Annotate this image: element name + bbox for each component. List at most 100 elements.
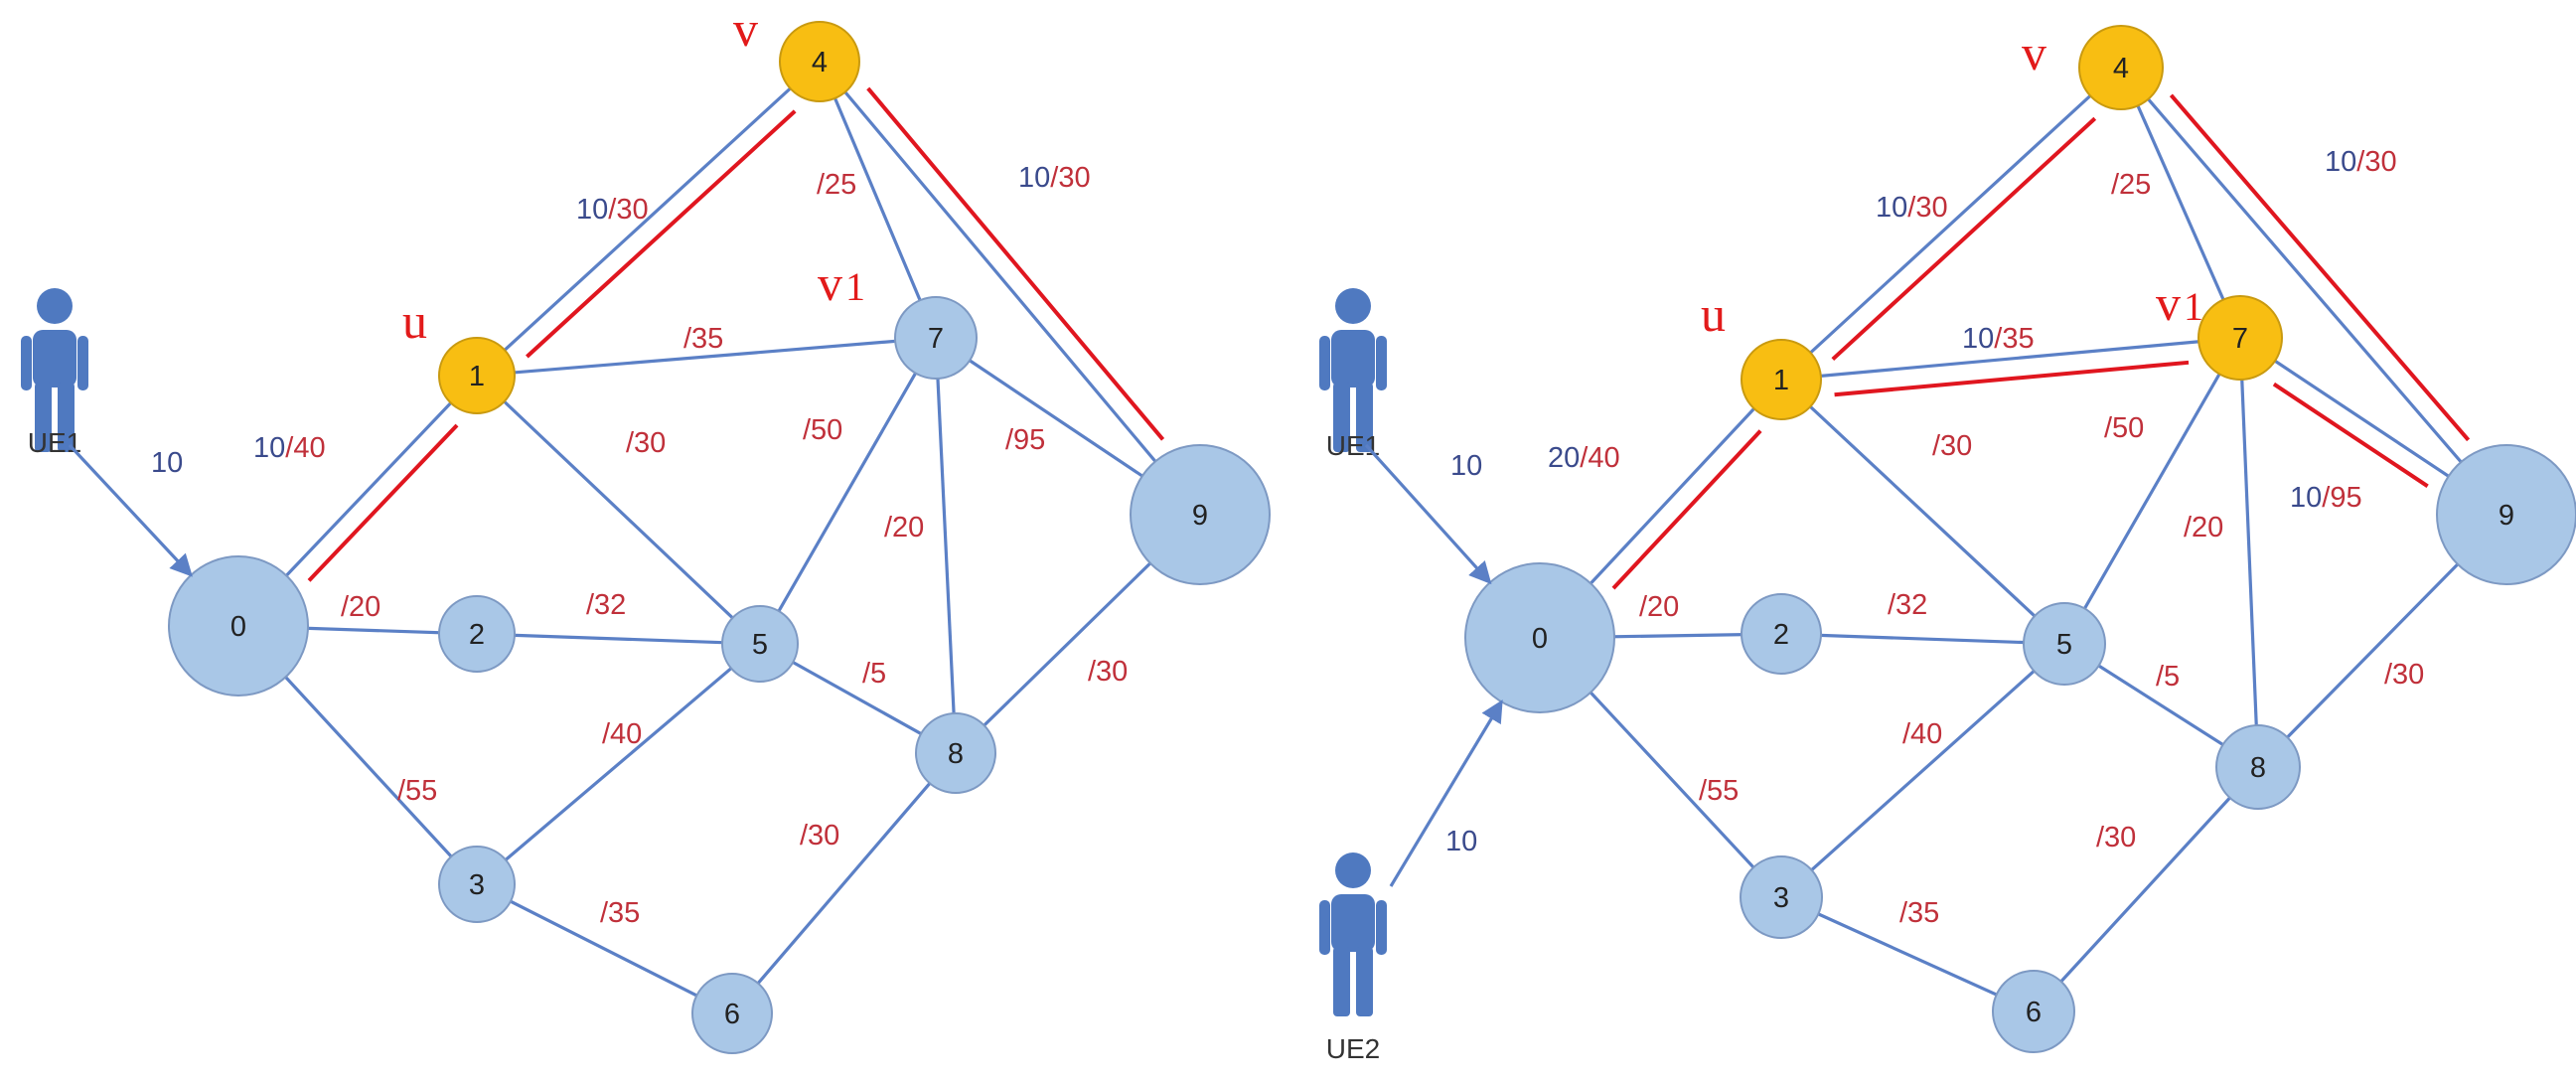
node-circle [438, 595, 516, 673]
highlight-4-9 [2169, 93, 2471, 442]
edge-capacity: /25 [817, 169, 856, 201]
edge-label-1-4: 10/30 [576, 194, 649, 226]
node-id-label: 7 [2232, 323, 2248, 355]
edge-label-3-5: /40 [602, 718, 642, 750]
highlight-1-4 [1831, 116, 2097, 362]
node-6: 6 [1992, 970, 2075, 1053]
node-id-label: 8 [948, 738, 964, 770]
node-5: 5 [2023, 602, 2106, 686]
edge-label-4-9: 10/30 [2325, 146, 2397, 178]
edge-used-value: 10 [1018, 162, 1050, 194]
edge-capacity: /20 [884, 512, 924, 543]
edge-used-value: 20 [1548, 442, 1580, 474]
edge-7-5 [758, 337, 938, 645]
node-circle [2197, 295, 2283, 381]
edge-3-6 [1780, 895, 2035, 1013]
node-circle [2215, 724, 2301, 810]
node-id-label: 4 [2113, 53, 2129, 84]
edge-3-6 [476, 882, 733, 1015]
node-circle [2078, 25, 2164, 110]
edge-2-5 [1780, 632, 2065, 646]
edge-capacity: /20 [341, 591, 380, 623]
edge-capacity: /35 [1899, 897, 1939, 929]
user-link-arrow [68, 443, 193, 577]
user-icon [1319, 288, 1387, 452]
edge-capacity: /95 [2322, 482, 2361, 514]
node-tag-v1: v1 [818, 255, 865, 311]
edge-label-3-6: /35 [600, 897, 640, 929]
edge-4-7 [818, 61, 938, 339]
diagram-right: 20/4010/3010/30/2510/35/30/5010/95/20/20… [1319, 25, 2576, 1064]
edge-label-2-5: /32 [586, 589, 626, 621]
node-circle [1741, 339, 1822, 420]
edge-capacity: /35 [683, 323, 723, 355]
edge-labels: 10/4010/3010/30/25/35/30/50/95/20/20/32/… [253, 162, 1128, 929]
node-id-label: 7 [928, 323, 944, 355]
edges [1538, 66, 2508, 1013]
edge-1-5 [475, 374, 762, 646]
edge-capacity: /40 [285, 432, 325, 464]
node-circle [691, 973, 773, 1054]
edge-capacity: /50 [2104, 412, 2144, 444]
node-1: 1 [438, 337, 516, 414]
highlight-7-9 [2272, 382, 2429, 488]
edge-capacity: /30 [608, 194, 648, 226]
edge-label-4-9: 10/30 [1018, 162, 1091, 194]
edge-1-5 [1779, 378, 2066, 646]
node-id-label: 1 [469, 361, 485, 392]
edge-used-value: 10 [1962, 323, 1994, 355]
edge-capacity: /30 [626, 427, 666, 459]
node-id-label: 1 [1773, 365, 1789, 396]
node-id-label: 3 [1773, 882, 1789, 914]
edge-1-4 [475, 60, 822, 378]
node-2: 2 [438, 595, 516, 673]
edge-label-0-3: /55 [1699, 775, 1739, 807]
edge-label-7-9: /95 [1005, 424, 1045, 456]
edge-capacity: /30 [1907, 192, 1947, 224]
edge-4-9 [2119, 66, 2508, 517]
node-2: 2 [1741, 593, 1822, 675]
edge-capacity: /30 [1088, 656, 1128, 688]
edge-label-3-5: /40 [1902, 718, 1942, 750]
node-9: 9 [2436, 444, 2576, 585]
node-circle [1130, 444, 1271, 585]
edge-label-6-8: /30 [800, 820, 839, 852]
edge-label-7-5: /50 [2104, 412, 2144, 444]
edge-label-8-9: /30 [2384, 659, 2424, 691]
node-0: 0 [168, 555, 309, 697]
edges [236, 60, 1202, 1015]
edge-7-8 [2238, 337, 2260, 768]
node-circle [915, 712, 996, 794]
edge-capacity: /30 [800, 820, 839, 852]
edge-capacity: /40 [602, 718, 642, 750]
edge-capacity: /25 [2111, 169, 2151, 201]
edge-capacity: /32 [586, 589, 626, 621]
edge-label-7-8: /20 [2184, 512, 2223, 543]
edge-label-0-1: 10/40 [253, 432, 326, 464]
edge-capacity: /32 [1888, 589, 1927, 621]
edge-labels: 20/4010/3010/30/2510/35/30/5010/95/20/20… [1548, 146, 2424, 929]
edge-label-6-8: /30 [2096, 822, 2136, 853]
edge-2-5 [476, 632, 761, 646]
node-tag-v: v [2022, 25, 2046, 80]
node-circle [2436, 444, 2576, 585]
node-id-label: 2 [1773, 619, 1789, 651]
edge-3-5 [475, 642, 762, 886]
edge-capacity: /20 [2184, 512, 2223, 543]
node-circle [1740, 855, 1823, 939]
edge-label-1-4: 10/30 [1876, 192, 1948, 224]
node-circle [438, 846, 516, 923]
edge-label-5-8: /5 [2156, 661, 2180, 693]
user-label: UE1 [1326, 430, 1380, 461]
highlight-1-4 [526, 109, 797, 359]
node-circle [438, 337, 516, 414]
user-link-arrow [1364, 443, 1492, 585]
node-id-label: 5 [2056, 629, 2072, 661]
edge-label-4-7: /25 [817, 169, 856, 201]
highlight-4-9 [866, 86, 1165, 441]
edge-used-value: 10 [1876, 192, 1907, 224]
edge-capacity: /30 [2356, 146, 2396, 178]
